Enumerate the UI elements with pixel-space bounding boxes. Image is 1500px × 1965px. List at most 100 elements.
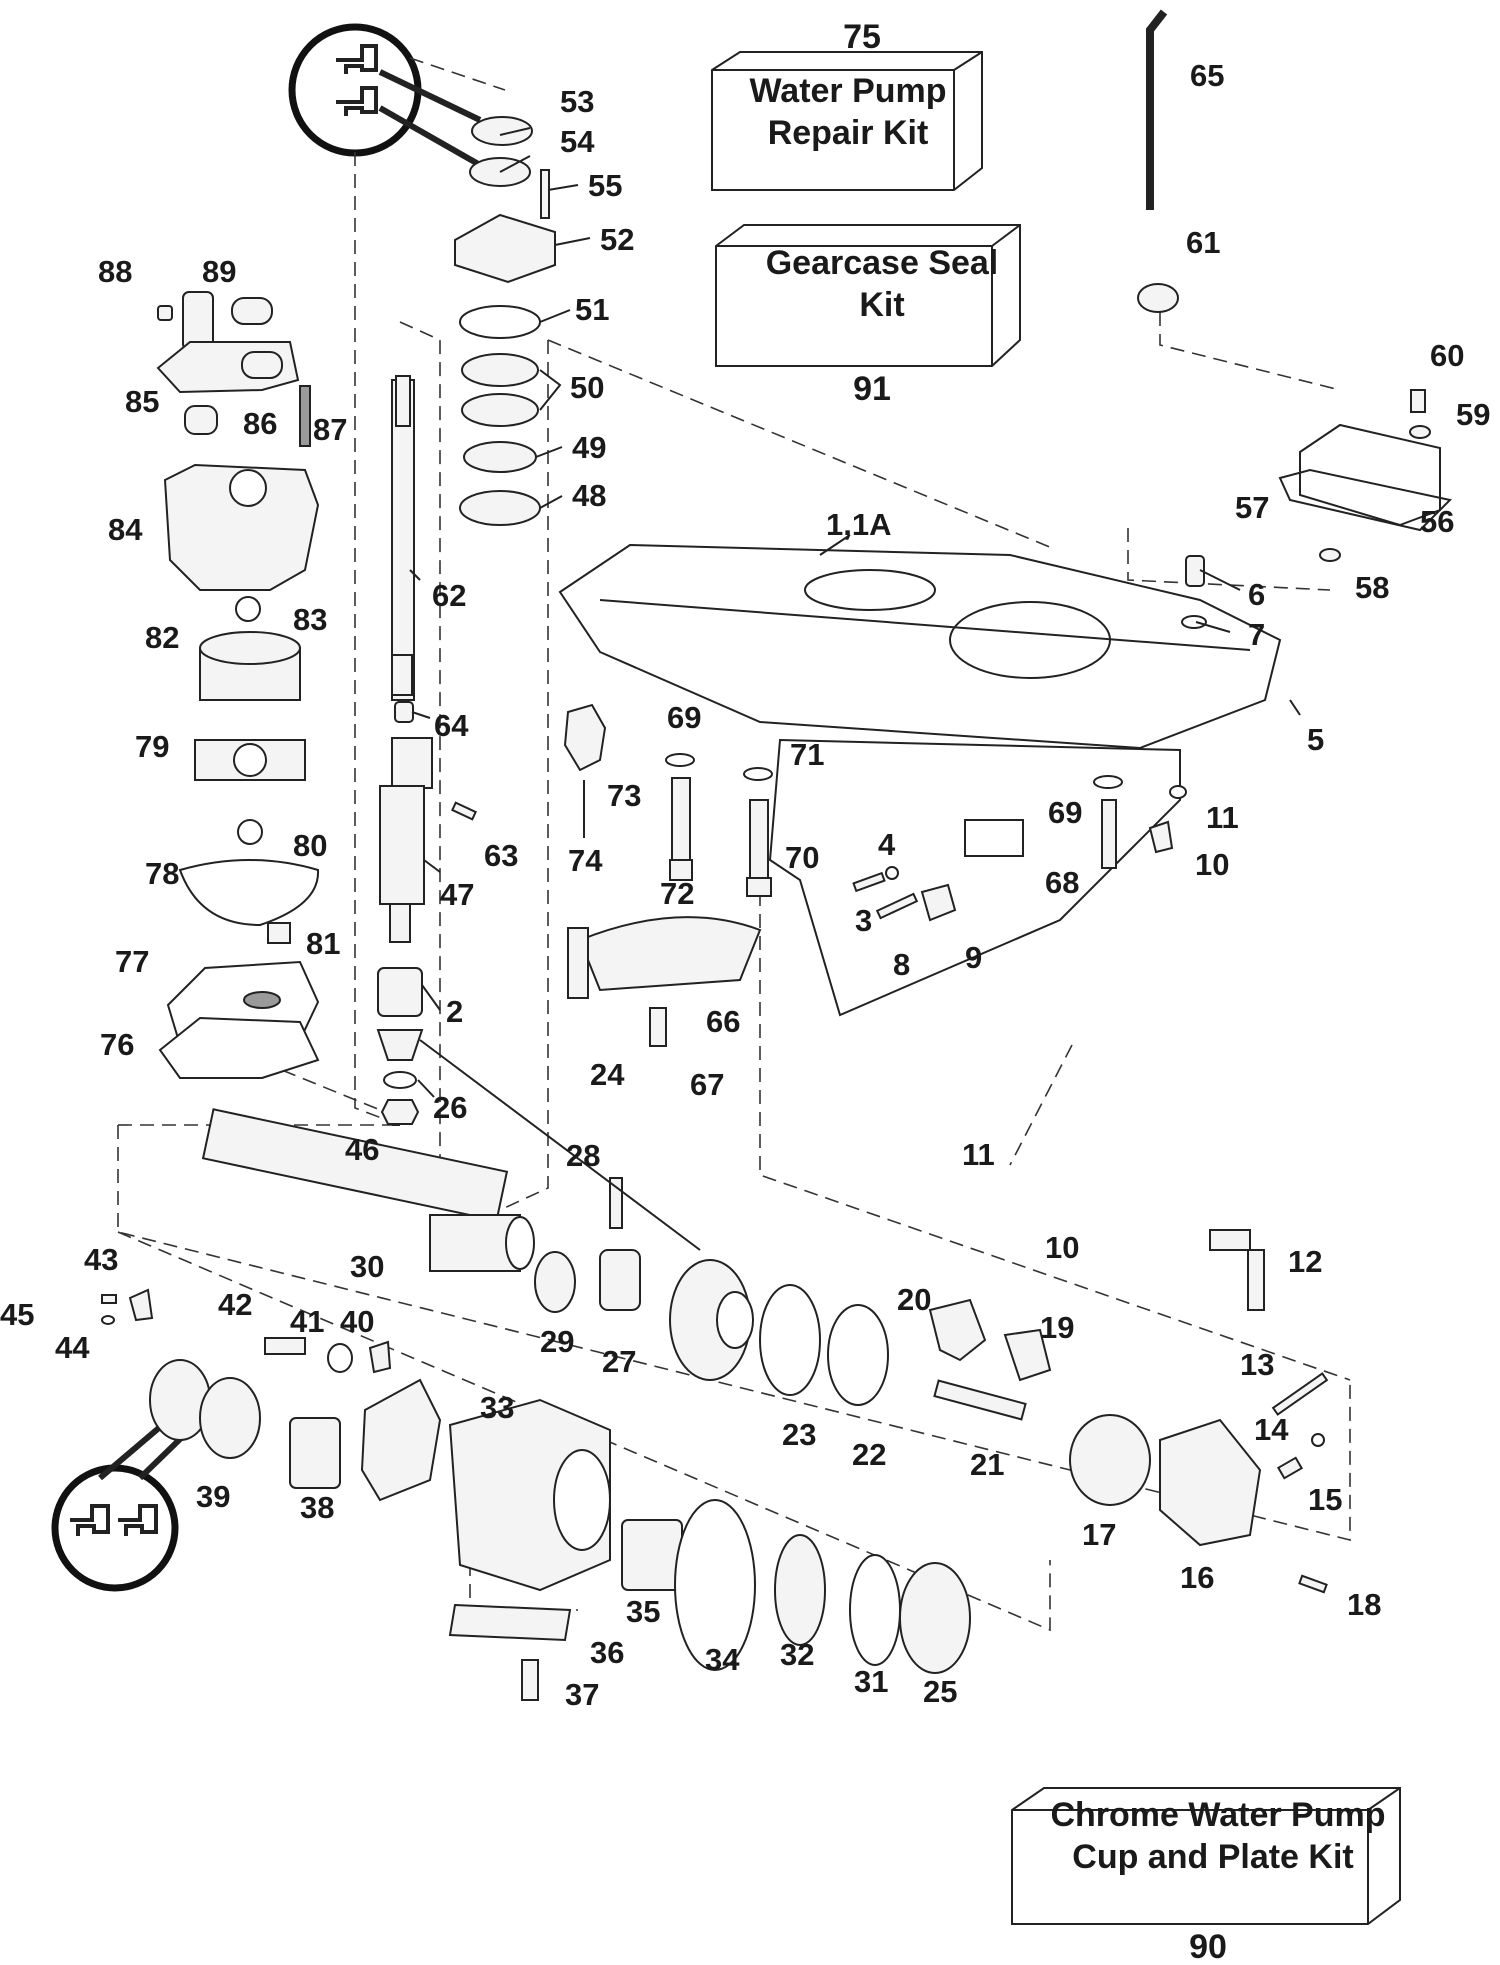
callout-46: 46	[345, 1132, 379, 1167]
callout-47: 47	[440, 877, 474, 912]
callout-89: 89	[202, 254, 236, 289]
lower-gear-train	[101, 1108, 1329, 1701]
water-pump-kit-line2: Repair Kit	[768, 114, 929, 152]
callout-11-upper: 11	[1206, 800, 1239, 835]
water-pump-repair-kit-box: 75 Water Pump Repair Kit	[711, 18, 983, 191]
callout-35: 35	[626, 1594, 660, 1629]
lower-seal-detail-circle	[51, 1407, 213, 1592]
callout-31: 31	[854, 1664, 888, 1699]
callout-41: 41	[290, 1304, 324, 1339]
callout-80: 80	[293, 828, 327, 863]
callout-69-right: 69	[1048, 795, 1082, 830]
callout-88: 88	[98, 254, 132, 289]
callout-19: 19	[1040, 1310, 1074, 1345]
callout-2: 2	[446, 994, 463, 1029]
gearcase-seal-kit-number: 91	[853, 370, 891, 408]
callout-11-lower: 11	[962, 1137, 995, 1172]
water-pump-kit-number: 75	[843, 18, 881, 56]
callout-16: 16	[1180, 1560, 1214, 1595]
callout-8: 8	[893, 947, 910, 982]
water-pump-kit-line1: Water Pump	[749, 72, 946, 110]
callout-72: 72	[660, 876, 694, 911]
callout-49: 49	[572, 430, 606, 465]
callout-29: 29	[540, 1324, 574, 1359]
callout-33: 33	[480, 1390, 514, 1425]
chrome-pump-kit-number: 90	[1189, 1928, 1227, 1965]
callout-21: 21	[970, 1447, 1004, 1482]
callout-4: 4	[878, 827, 896, 862]
callout-69-center: 69	[667, 700, 701, 735]
gearcase-seal-kit-line2: Kit	[859, 286, 904, 324]
callout-15: 15	[1308, 1482, 1342, 1517]
callout-81: 81	[306, 926, 340, 961]
callout-36: 36	[590, 1635, 624, 1670]
callout-leaders	[392, 127, 1301, 1251]
callout-66: 66	[706, 1004, 740, 1039]
callout-40: 40	[340, 1304, 374, 1339]
callout-20: 20	[897, 1282, 931, 1317]
upper-seal-detail-circle	[288, 23, 482, 168]
callout-55: 55	[588, 168, 622, 203]
callout-76: 76	[100, 1027, 134, 1062]
callout-23: 23	[782, 1417, 816, 1452]
callout-18: 18	[1347, 1587, 1381, 1622]
callout-7: 7	[1248, 617, 1265, 652]
callout-56: 56	[1420, 504, 1454, 539]
callout-63: 63	[484, 838, 518, 873]
callout-60: 60	[1430, 338, 1464, 373]
callout-3: 3	[855, 903, 872, 938]
callout-24: 24	[590, 1057, 625, 1092]
chrome-pump-kit-line2: Cup and Plate Kit	[1072, 1838, 1353, 1876]
callout-78: 78	[145, 856, 179, 891]
callout-39: 39	[196, 1479, 230, 1514]
callout-59: 59	[1456, 397, 1490, 432]
callout-62: 62	[432, 578, 466, 613]
callout-86: 86	[243, 406, 277, 441]
callout-32: 32	[780, 1637, 814, 1672]
callout-83: 83	[293, 602, 327, 637]
callout-82: 82	[145, 620, 179, 655]
callout-58: 58	[1355, 570, 1389, 605]
driveshaft-components	[376, 116, 556, 1125]
callout-45: 45	[0, 1297, 34, 1332]
callout-53: 53	[560, 84, 594, 119]
callout-38: 38	[300, 1490, 334, 1525]
water-pump-components	[156, 291, 320, 1079]
callout-17: 17	[1082, 1517, 1116, 1552]
callout-43: 43	[84, 1242, 118, 1277]
callout-61: 61	[1186, 225, 1220, 260]
callout-52: 52	[600, 222, 634, 257]
callout-37: 37	[565, 1677, 599, 1712]
callout-13: 13	[1240, 1347, 1274, 1382]
callout-85: 85	[125, 384, 159, 419]
callout-77: 77	[115, 944, 149, 979]
callout-44: 44	[55, 1330, 90, 1365]
callout-74: 74	[568, 843, 603, 878]
callout-numbers: 1,1A 2 3 4 5 6 7 8 9 10 10 11 11 12 13 1…	[0, 58, 1490, 1712]
callout-22: 22	[852, 1437, 886, 1472]
callout-28: 28	[566, 1138, 600, 1173]
callout-27: 27	[602, 1344, 636, 1379]
callout-12: 12	[1288, 1244, 1322, 1279]
callout-1-1a: 1,1A	[826, 507, 891, 542]
callout-68: 68	[1045, 865, 1079, 900]
gearcase-housing	[558, 543, 1282, 1017]
callout-6: 6	[1248, 577, 1265, 612]
callout-51: 51	[575, 292, 609, 327]
callout-67: 67	[690, 1067, 724, 1102]
callout-34: 34	[705, 1642, 740, 1677]
callout-26: 26	[433, 1090, 467, 1125]
callout-64: 64	[434, 708, 469, 743]
callout-48: 48	[572, 478, 606, 513]
callout-54: 54	[560, 124, 595, 159]
callout-84: 84	[108, 512, 143, 547]
callout-50: 50	[570, 370, 604, 405]
chrome-water-pump-kit-box: Chrome Water Pump Cup and Plate Kit 90	[1011, 1787, 1401, 1965]
callout-70: 70	[785, 840, 819, 875]
callout-30: 30	[350, 1249, 384, 1284]
callout-57: 57	[1235, 490, 1269, 525]
callout-25: 25	[923, 1674, 957, 1709]
callout-71: 71	[790, 737, 824, 772]
